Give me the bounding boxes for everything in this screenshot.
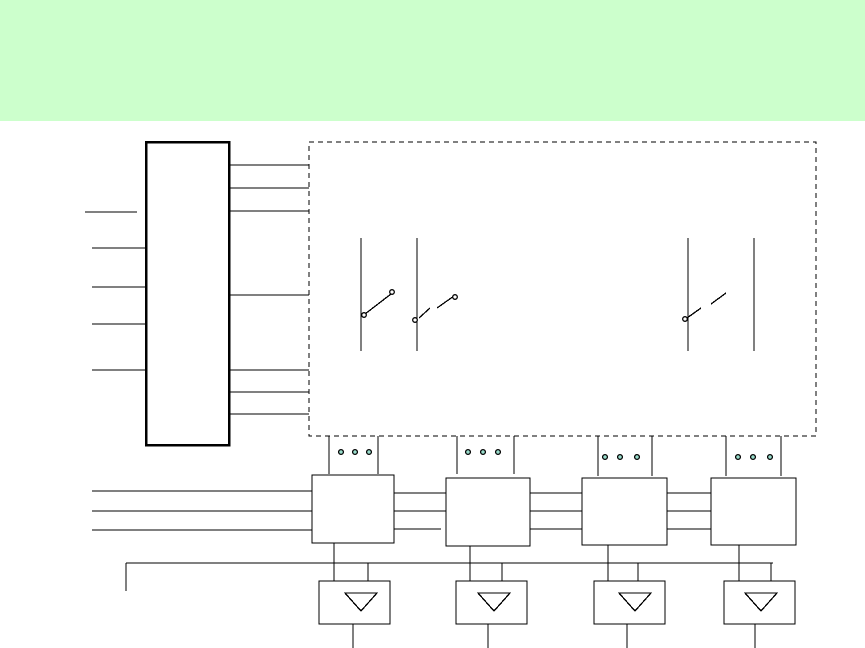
amplifier-box-1 (318, 580, 391, 625)
switch-icon (361, 289, 395, 318)
connector-dot (494, 448, 502, 456)
block-to-supply-links (333, 543, 740, 563)
connector-bracket (456, 436, 515, 474)
triangle-down-icon (617, 592, 653, 612)
interface-block-2 (445, 477, 531, 547)
triangle-down-icon (343, 592, 379, 612)
amplifier-box-2 (455, 580, 528, 625)
connector-dot (464, 448, 472, 456)
switch-icon (682, 292, 727, 322)
connector-dot (601, 453, 609, 461)
interface-block-4 (710, 477, 797, 546)
switch-matrix-region (308, 141, 817, 437)
supply-line (125, 562, 773, 591)
connector-dot (479, 448, 487, 456)
connector-dot (337, 448, 345, 456)
connector-bracket (597, 436, 653, 476)
connector-dot (351, 448, 359, 456)
connector-bracket (328, 436, 379, 474)
header-banner (0, 0, 865, 121)
triangle-down-icon (476, 592, 512, 612)
connector-bracket (725, 436, 782, 476)
amplifier-feeds (333, 563, 772, 581)
amplifier-box-3 (593, 580, 666, 625)
amplifier-outputs (352, 624, 756, 648)
controller-input-lines (85, 211, 146, 371)
connector-dot (616, 453, 624, 461)
interface-block-1 (311, 474, 395, 544)
connector-dot (734, 453, 742, 461)
connector-dot (749, 453, 757, 461)
controller-output-lines (229, 164, 309, 415)
amplifier-box-4 (723, 580, 796, 625)
main-controller-block (144, 140, 231, 447)
interface-block-3 (581, 477, 668, 546)
control-bus-lines (92, 490, 711, 531)
triangle-down-icon (743, 592, 779, 612)
connector-dot (766, 453, 774, 461)
switch-bus-lines (360, 238, 755, 351)
connector-dot (633, 453, 641, 461)
connector-dot (365, 448, 373, 456)
switch-icon (412, 294, 458, 323)
